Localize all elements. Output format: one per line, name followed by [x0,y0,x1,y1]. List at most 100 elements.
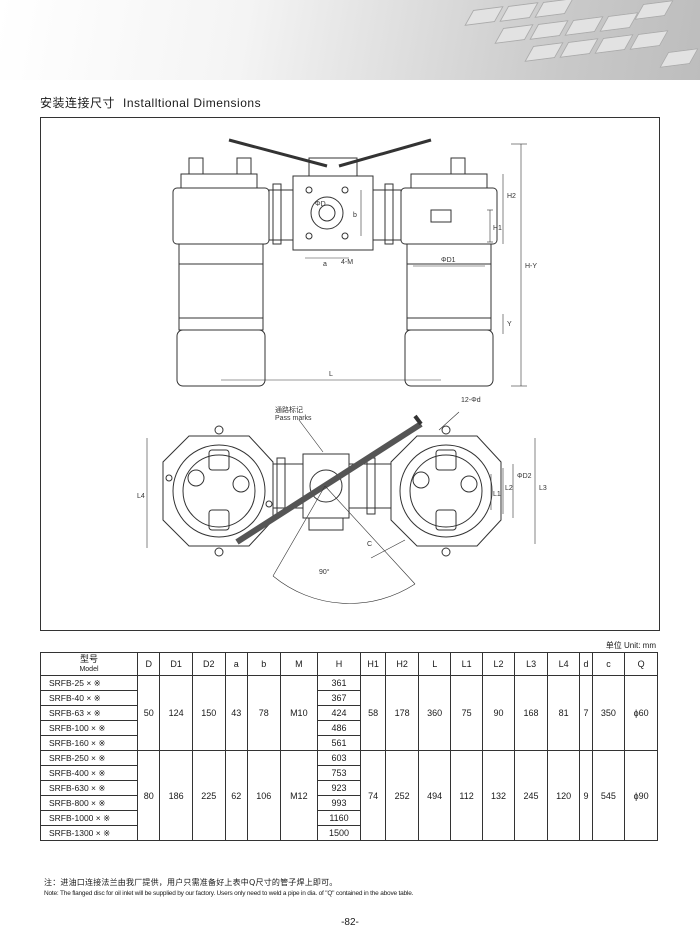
cell-l3: 245 [514,750,548,841]
model-cell: SRFB-160 × ※ [40,735,138,751]
cell-h1: 74 [359,750,387,841]
cell-h2: 178 [385,675,419,751]
cell-h: 424 [317,705,361,721]
page-number: -82- [341,917,359,928]
label-y: Y [507,321,512,328]
model-cell: SRFB-250 × ※ [40,750,138,766]
cell-h: 561 [317,735,361,751]
left-housing-head [172,187,270,245]
col-header: L [417,652,452,676]
table-row: SRFB-40 × ※ 367 [40,690,658,706]
left-housing-cap [180,173,258,189]
model-cell: SRFB-1000 × ※ [40,810,138,826]
right-housing-head [400,187,498,245]
table-header-row: 型号 Model D D1 D2 a b M H H1 H2 L L1 L2 L… [40,652,658,676]
cell-d: 80 [136,750,161,841]
right-housing-cap [410,173,488,189]
label-h-y: H-Y [525,263,537,270]
cell-c: 350 [591,675,626,751]
cell-d1: 124 [159,675,193,751]
col-header: L1 [450,652,483,676]
col-header: d [579,652,593,676]
cell-l: 494 [417,750,452,841]
model-cell: SRFB-1300 × ※ [40,825,138,841]
cell-l3: 168 [514,675,548,751]
label-h1: H1 [493,225,502,232]
label-l4: L4 [137,493,145,500]
label-90: 90° [319,568,330,576]
table-row: SRFB-160 × ※ 561 [40,735,658,751]
cell-a: 62 [224,750,248,841]
inlet-port-circle [310,196,344,230]
left-housing-top [162,435,274,547]
col-header: H [317,652,361,676]
col-header: H2 [385,652,419,676]
section-title-en: Installtional Dimensions [123,96,262,110]
cell-h: 361 [317,675,361,691]
cell-l: 360 [417,675,452,751]
model-header: 型号 Model [40,652,138,676]
model-cell: SRFB-100 × ※ [40,720,138,736]
cell-l2: 132 [481,750,516,841]
col-header: L3 [514,652,548,676]
table-row: SRFB-25 × ※ 50 124 150 43 78 M10 361 58 … [40,675,658,751]
cell-b: 78 [246,675,281,751]
col-header: H1 [359,652,387,676]
table-row: SRFB-1300 × ※ 1500 [40,825,658,841]
keyboard-key-graphic [524,42,564,62]
label-phi-d: ΦD [315,201,326,208]
center-handle-base [308,157,358,177]
label-pass-marks-en: Pass marks [275,415,312,422]
keyboard-key-graphic [559,38,599,58]
cell-l1: 75 [450,675,483,751]
note-en: Note: The flanged disc for oil inlet wil… [44,890,414,897]
cell-q: ϕ60 [624,675,658,751]
cell-b: 106 [246,750,281,841]
cell-d2: 225 [191,750,226,841]
col-header: M [279,652,319,676]
drawing-svg: ΦD a b 4-M ΦD1 H1 H2 H-Y Y L 12-Φd 通路标记 … [137,138,547,604]
cell-l1: 112 [450,750,483,841]
label-l1: L1 [493,491,501,498]
cell-m: M12 [279,750,319,841]
keyboard-key-graphic [529,20,569,40]
keyboard-key-graphic [534,0,574,18]
cell-d2: 150 [191,675,226,751]
label-pass-marks-cn: 通路标记 [275,405,303,414]
cell-h2: 252 [385,750,419,841]
cell-a: 43 [224,675,248,751]
col-header: c [591,652,626,676]
right-filter-bowl-lower [404,329,494,387]
keyboard-key-graphic [599,12,639,32]
table-row: SRFB-100 × ※ 486 [40,720,658,736]
keyboard-key-graphic [564,16,604,36]
model-cell: SRFB-25 × ※ [40,675,138,691]
cell-h: 1500 [317,825,361,841]
model-cell: SRFB-40 × ※ [40,690,138,706]
label-c: C [367,541,372,548]
col-header: Q [624,652,658,676]
keyboard-key-graphic [629,30,669,50]
cell-q: ϕ90 [624,750,658,841]
right-vent-plug [450,157,466,175]
col-header: L2 [481,652,516,676]
table-row: SRFB-800 × ※ 993 [40,795,658,811]
left-filter-bowl-upper [178,243,264,331]
model-header-cn: 型号 [79,654,98,665]
table-row: SRFB-250 × ※ 80 186 225 62 106 M12 603 7… [40,750,658,841]
cell-h: 923 [317,780,361,796]
cell-m: M10 [279,675,319,751]
keyboard-key-graphic [594,34,634,54]
unit-label: 单位 Unit: mm [605,641,656,650]
label-l3: L3 [539,485,547,492]
cell-d-small: 7 [579,675,593,751]
left-bowl-outline [172,444,266,538]
label-b: b [353,212,357,219]
label-4-m: 4-M [341,259,353,266]
keyboard-key-graphic [494,24,534,44]
keyboard-key-graphic [464,6,504,26]
table-row: SRFB-1000 × ※ 1160 [40,810,658,826]
cell-c: 545 [591,750,626,841]
cell-d1: 186 [159,750,193,841]
col-header: D1 [159,652,193,676]
